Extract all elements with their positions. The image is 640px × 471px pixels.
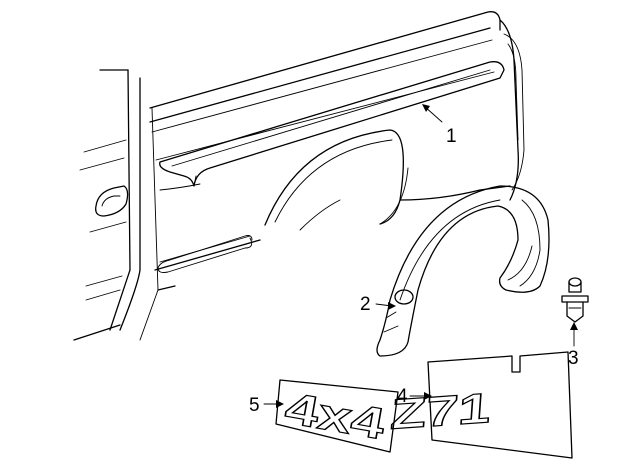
- leader-arrows: [263, 104, 578, 408]
- push-clip-icon: [561, 277, 589, 323]
- wheel-flare: [376, 185, 550, 357]
- callout-3: 3: [568, 348, 579, 369]
- 4x4-emblem: 4x4: [275, 379, 399, 453]
- callout-2: 2: [360, 294, 371, 315]
- callout-1: 1: [446, 126, 457, 147]
- bed-side-molding: [159, 61, 505, 187]
- truck-bed-panel: [73, 11, 525, 341]
- z71-emblem-text: Z71: [389, 384, 492, 438]
- 4x4-emblem-text: 4x4: [281, 384, 389, 450]
- callout-4: 4: [397, 386, 408, 407]
- callout-5: 5: [249, 395, 260, 416]
- z71-emblem: Z71: [389, 351, 573, 459]
